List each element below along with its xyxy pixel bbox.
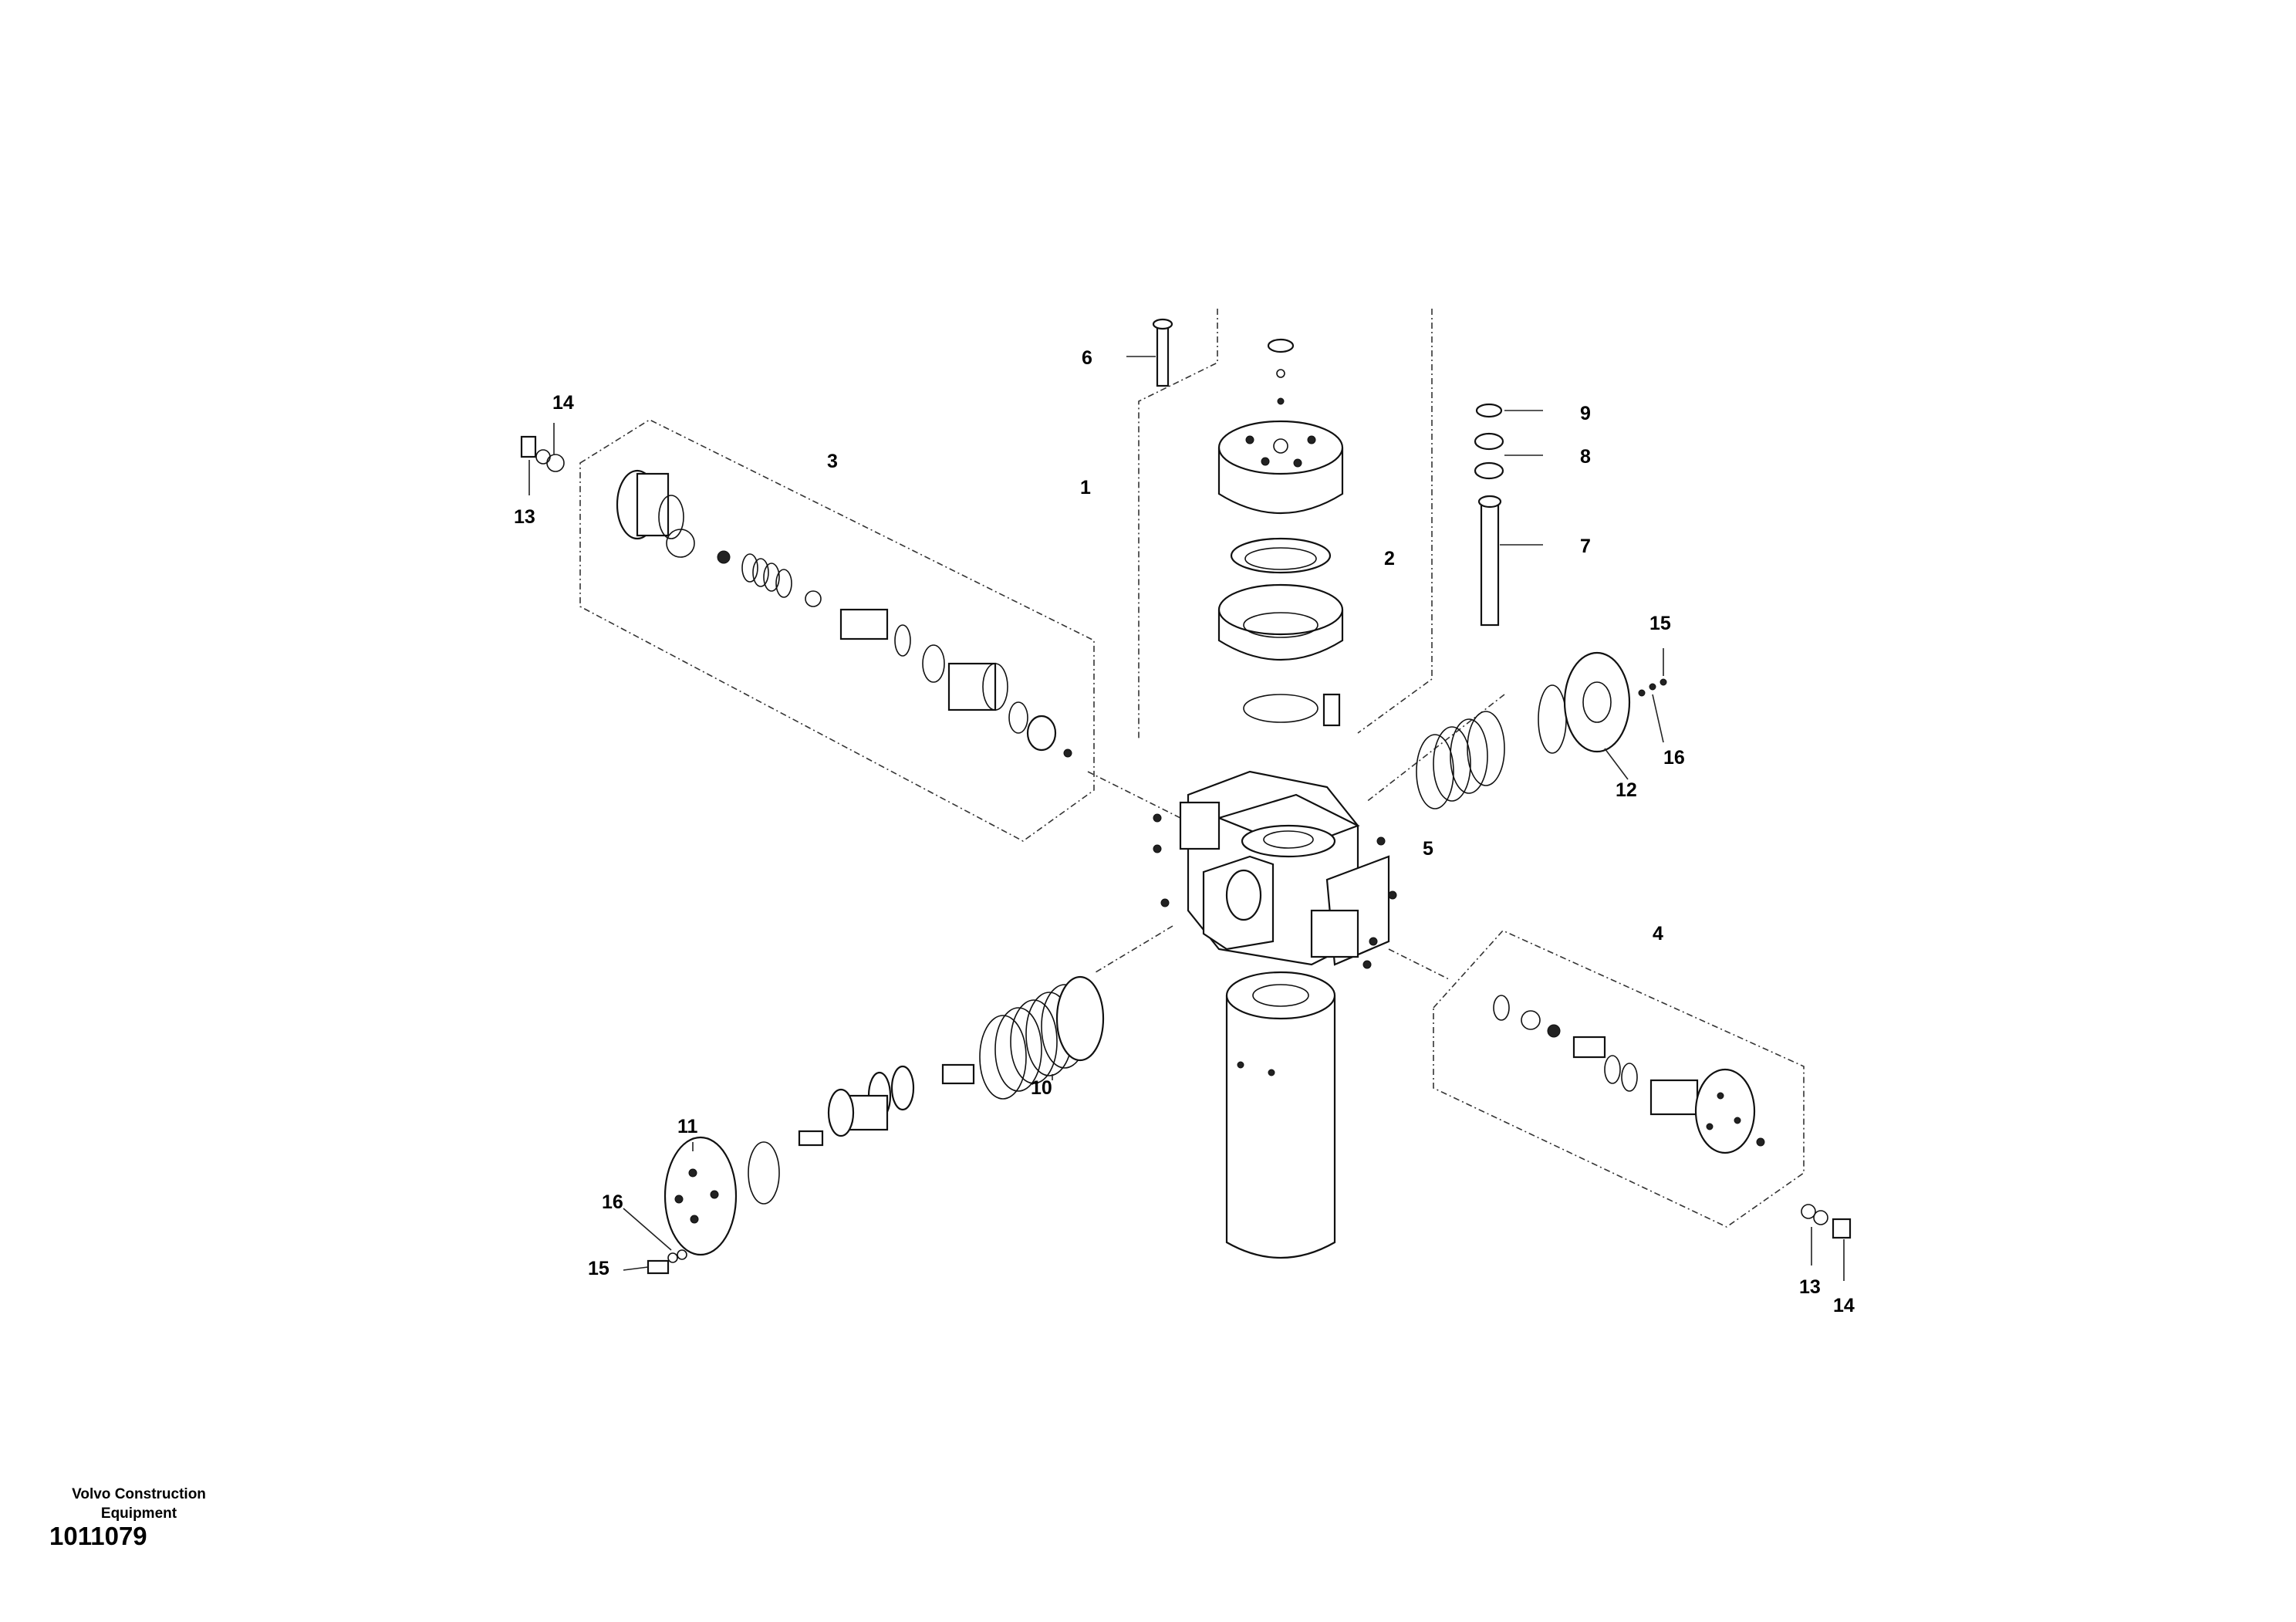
callout-4: 4 [1653,923,1663,944]
callout-6: 6 [1082,347,1092,369]
callout-9: 9 [1580,403,1591,424]
callout-13-right: 13 [1799,1276,1821,1298]
stem-parts-7-8-9 [1474,403,1543,627]
callout-7: 7 [1580,536,1591,557]
top-cover-assembly [1217,338,1344,727]
callout-2: 2 [1384,548,1395,569]
bolt-6 [1126,318,1173,387]
footer-brand-label: Volvo Construction Equipment [72,1486,206,1522]
callout-13-left: 13 [514,506,535,528]
callout-16-left: 16 [602,1191,623,1213]
lower-left-spring-spool [623,975,1105,1275]
callout-15-left: 15 [588,1258,609,1279]
right-spring-cover [1416,648,1667,809]
group-4-boundary [1433,930,1805,1228]
callout-14-left: 14 [552,392,574,414]
footer-reference-number: 1011079 [49,1522,147,1550]
callout-10: 10 [1031,1077,1052,1099]
valve-housing [1153,770,1397,969]
callout-labels: 1 2 3 4 5 6 7 8 9 10 11 12 13 14 13 14 1… [514,347,1855,1316]
callout-8: 8 [1580,446,1591,468]
callout-14-right: 14 [1833,1295,1855,1316]
lower-cylinder [1225,971,1336,1259]
callout-11: 11 [677,1116,698,1137]
callout-16-right: 16 [1663,747,1685,769]
callout-1: 1 [1080,477,1091,498]
callout-15-right: 15 [1649,613,1671,634]
right-pilot-assembly [1493,995,1852,1281]
group-1-boundary [1138,309,1433,741]
group-3-boundary [579,419,1095,842]
callout-5: 5 [1423,838,1433,860]
callout-3: 3 [827,451,838,472]
left-pilot-assembly [520,423,1072,758]
callout-12: 12 [1616,779,1637,801]
